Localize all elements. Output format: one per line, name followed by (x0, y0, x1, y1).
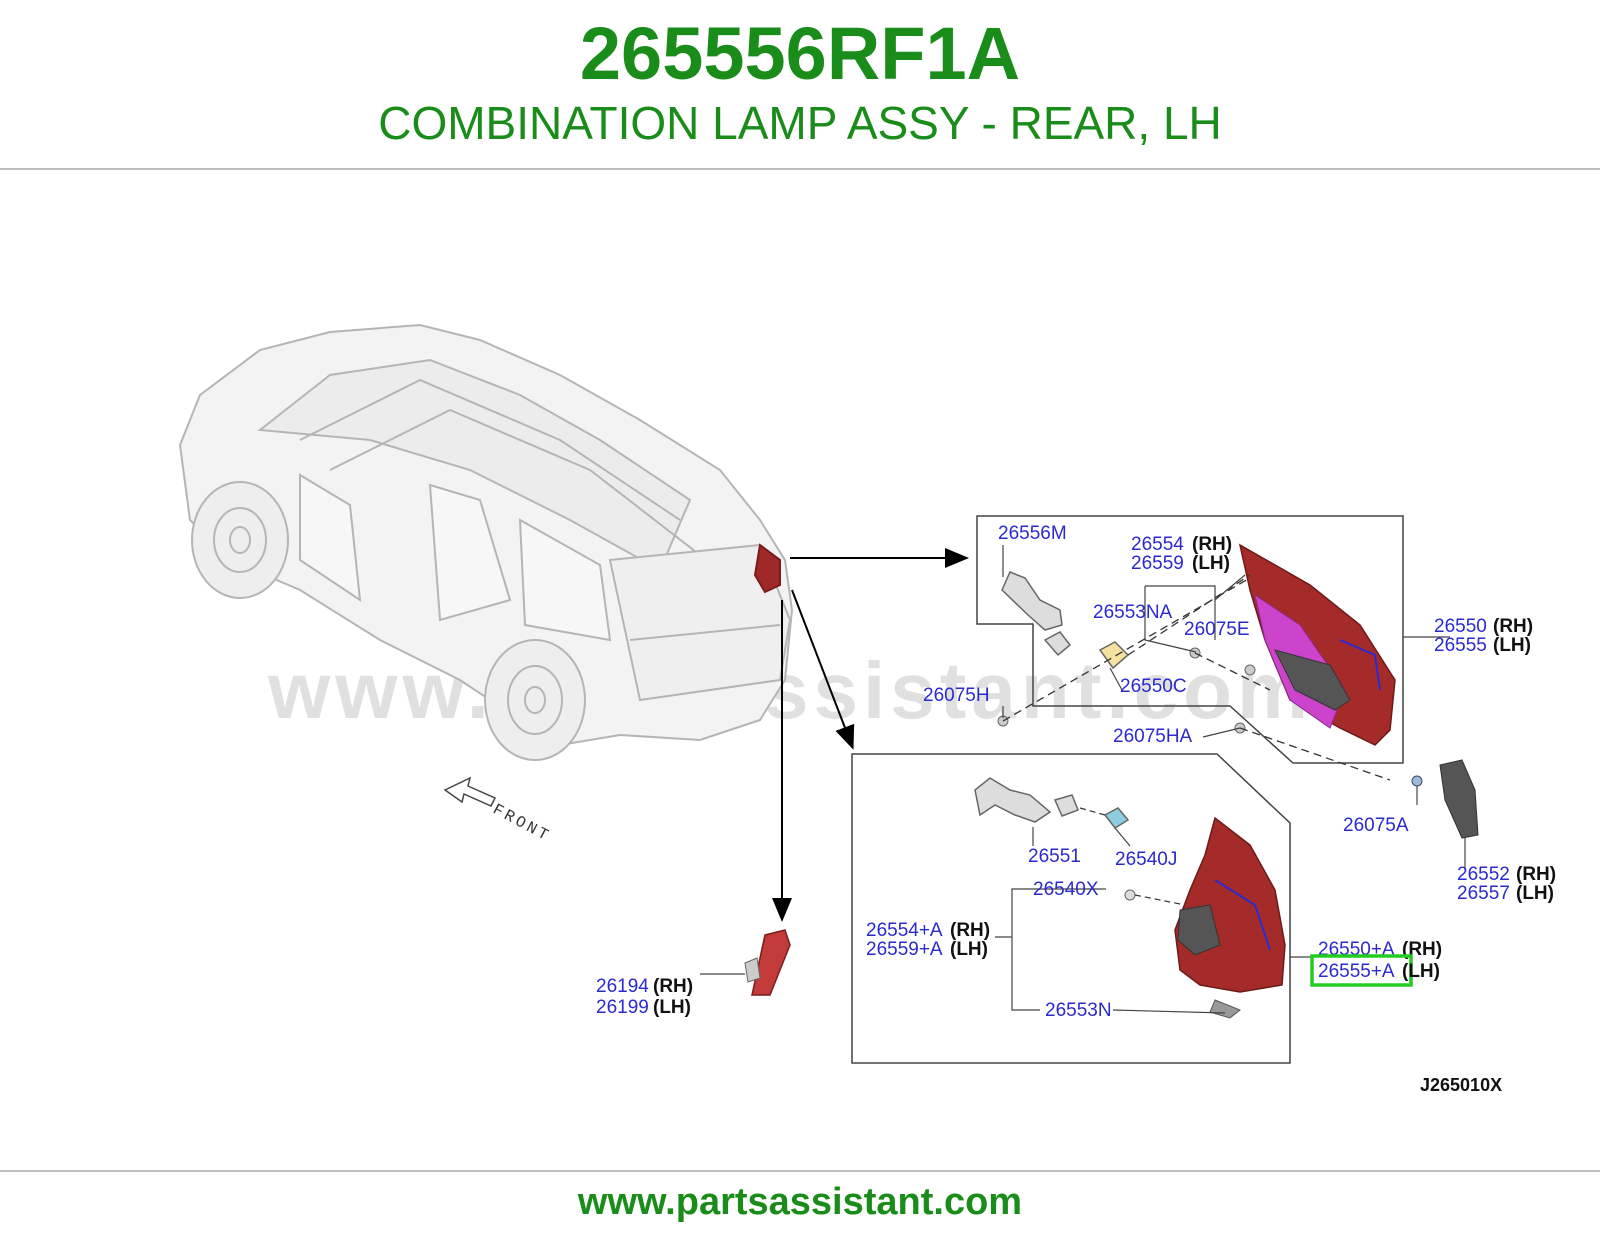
page-header: 265556RF1A COMBINATION LAMP ASSY - REAR,… (0, 0, 1600, 170)
lower-harness (974, 777, 1130, 829)
callout-26553n[interactable]: 26553N (1045, 1000, 1112, 1021)
callout-26559-side: (LH) (1192, 553, 1230, 574)
callout-26550-side: (RH) (1493, 616, 1533, 637)
callout-26540j[interactable]: 26540J (1115, 849, 1177, 870)
callout-26199[interactable]: 26199 (596, 997, 649, 1018)
vehicle-illustration (178, 323, 794, 761)
callout-26075ha[interactable]: 26075HA (1113, 726, 1193, 747)
callout-26559a[interactable]: 26559+A (866, 939, 943, 960)
footer-website-link[interactable]: www.partsassistant.com (577, 1181, 1023, 1223)
callout-26075e[interactable]: 26075E (1184, 619, 1250, 640)
callout-26555[interactable]: 26555 (1434, 635, 1487, 656)
upper-combination-lamp (1238, 543, 1396, 746)
callout-26554-side: (RH) (1192, 534, 1232, 555)
callout-26194[interactable]: 26194 (596, 976, 649, 997)
callout-26554a-side: (RH) (950, 920, 990, 941)
clip-26075a (1411, 775, 1423, 787)
callout-26555a-side: (LH) (1402, 961, 1440, 982)
callout-26555-side: (LH) (1493, 635, 1531, 656)
callout-26550[interactable]: 26550 (1434, 616, 1487, 637)
callout-26559a-side: (LH) (950, 939, 988, 960)
parts-diagram: www.partsassistant.com FRONT (178, 323, 1556, 1095)
leaders-upper (1002, 545, 1466, 870)
clip-26075e-2 (1244, 664, 1256, 676)
upper-detail-box (976, 515, 1404, 764)
upper-harness (1001, 571, 1130, 670)
callout-26555a[interactable]: 26555+A (1318, 961, 1395, 982)
callout-26075a[interactable]: 26075A (1343, 815, 1409, 836)
callout-26194-side: (RH) (653, 976, 693, 997)
footer-divider (0, 1170, 1600, 1172)
bulb-26540x (1124, 889, 1136, 901)
part-description: COMBINATION LAMP ASSY - REAR, LH (378, 97, 1222, 149)
part-number-title: 265556RF1A (579, 12, 1021, 95)
bracket-26552 (1439, 759, 1479, 839)
callout-26552-side: (RH) (1516, 864, 1556, 885)
highlight-box-26555a (1310, 954, 1413, 987)
arrow-to-lower-box (791, 589, 855, 750)
front-label: FRONT (490, 801, 554, 846)
rear-reflector (744, 929, 791, 996)
callout-26199-side: (LH) (653, 997, 691, 1018)
callout-26550c[interactable]: 26550C (1120, 676, 1187, 697)
lower-detail-box (851, 753, 1291, 1064)
assembly-line-lower-2 (1134, 894, 1186, 906)
callout-26554a[interactable]: 26554+A (866, 920, 943, 941)
callout-26075h[interactable]: 26075H (923, 685, 990, 706)
header-divider (0, 168, 1600, 170)
callout-26554[interactable]: 26554 (1131, 534, 1184, 555)
callout-26553na[interactable]: 26553NA (1093, 602, 1173, 623)
lower-combination-lamp (1174, 816, 1286, 1019)
callout-26552[interactable]: 26552 (1457, 864, 1510, 885)
callout-26540x[interactable]: 26540X (1033, 879, 1099, 900)
callout-26557[interactable]: 26557 (1457, 883, 1510, 904)
leaders-lower (995, 827, 1311, 1014)
diagram-reference-code: J265010X (1420, 1075, 1502, 1095)
callout-26559[interactable]: 26559 (1131, 553, 1184, 574)
callout-26556m[interactable]: 26556M (998, 523, 1067, 544)
callout-26551[interactable]: 26551 (1028, 846, 1081, 867)
front-direction-indicator: FRONT (443, 776, 554, 846)
callout-26557-side: (LH) (1516, 883, 1554, 904)
assembly-line-lower-1 (1079, 807, 1106, 816)
